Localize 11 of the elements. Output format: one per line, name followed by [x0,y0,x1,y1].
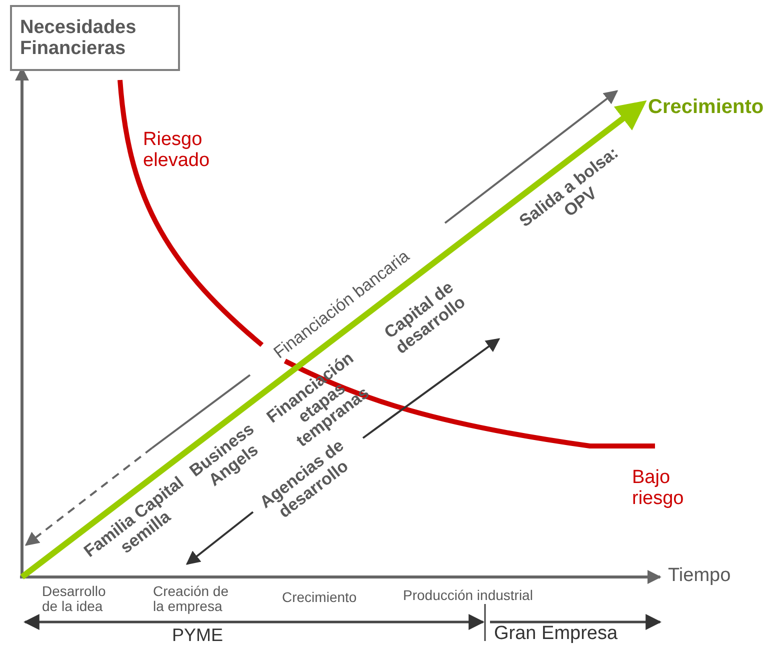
stage-label: Desarrollo de la idea [42,584,107,615]
risk-label: Bajo riesgo [632,468,685,510]
stage-label: Crecimiento [282,590,357,606]
stage-label: Producción industrial [403,588,533,604]
growth-label: Crecimiento [648,96,764,118]
axis-title-box: Necesidades Financieras [10,5,180,71]
company-size-label: Gran Empresa [494,624,618,645]
axis-label: Tiempo [668,566,731,587]
company-size-label: PYME [172,626,224,646]
stage-label: Creación de la empresa [153,584,230,615]
risk-label: Riesgo elevado [143,130,211,172]
